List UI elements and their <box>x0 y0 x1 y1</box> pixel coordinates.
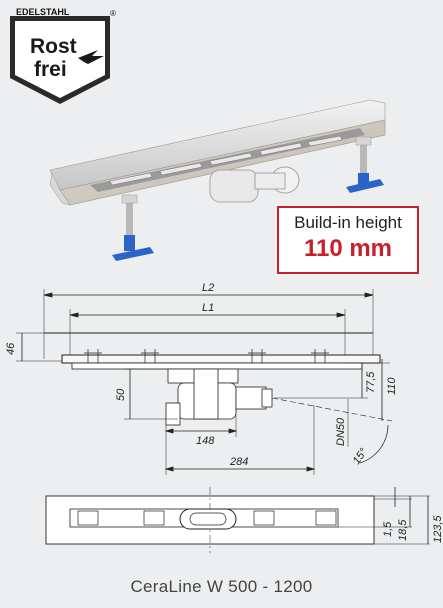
dim-dn50: DN50 <box>335 417 347 446</box>
badge-label: Build-in height <box>294 213 402 232</box>
logo-line1: Rost <box>30 35 77 58</box>
logo-line2: frei <box>34 58 67 81</box>
dim-284: 284 <box>229 456 248 468</box>
dim-50: 50 <box>115 388 127 401</box>
product-photo <box>49 99 386 261</box>
dim-46: 46 <box>5 342 17 355</box>
dim-148: 148 <box>196 435 215 447</box>
dim-l2: L2 <box>202 282 214 294</box>
rostfrei-logo: EDELSTAHL ® Rost frei <box>10 7 116 104</box>
registered-mark: ® <box>110 9 116 18</box>
logo-bird-icon <box>78 50 104 64</box>
product-caption: CeraLine W 500 - 1200 <box>130 577 313 596</box>
dim-18-5: 18,5 <box>397 519 409 541</box>
logo-top-text: EDELSTAHL <box>16 7 70 17</box>
badge-value: 110 mm <box>303 235 393 262</box>
dim-77-5: 77,5 <box>365 371 377 393</box>
dim-110: 110 <box>386 377 398 395</box>
dim-123-5: 123,5 <box>432 515 443 543</box>
build-in-height-badge: Build-in height 110 mm <box>277 206 419 274</box>
dim-1-5: 1,5 <box>382 521 394 537</box>
dim-l1: L1 <box>202 302 214 314</box>
technical-drawing: L2 L1 46 50 148 284 77,5 110 <box>5 282 443 553</box>
dim-angle: 15° <box>351 446 371 467</box>
